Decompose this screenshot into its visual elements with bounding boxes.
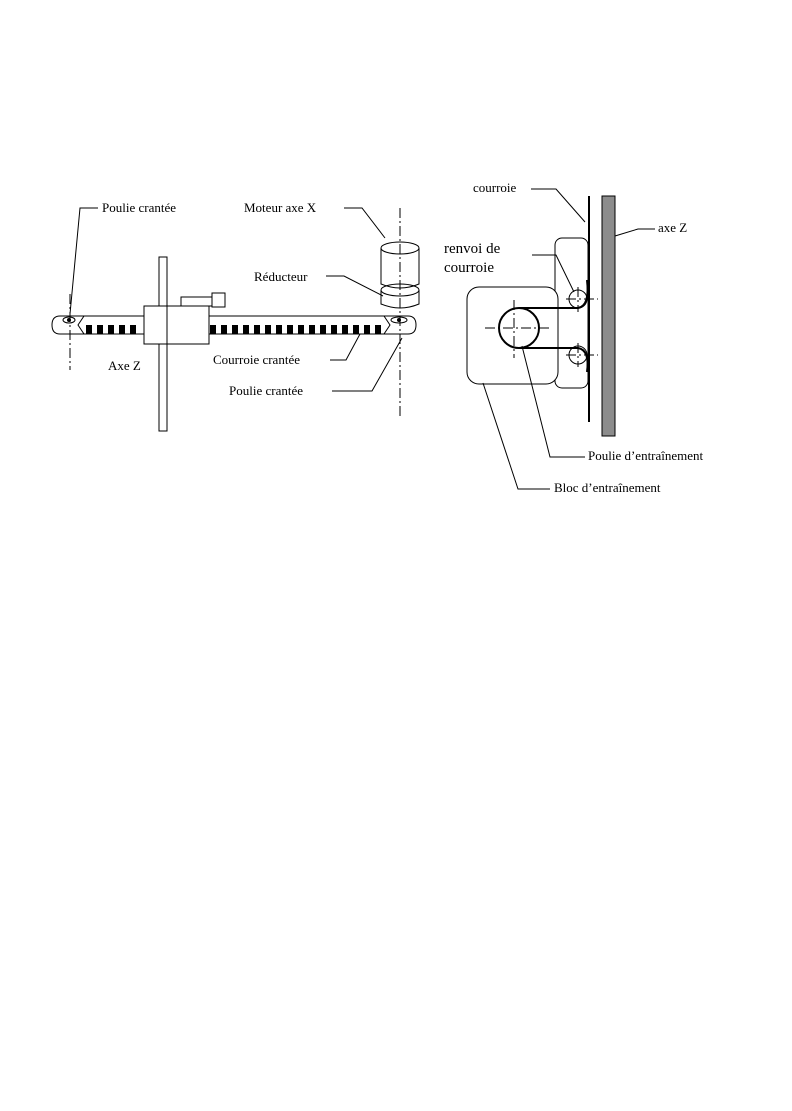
belt-tooth bbox=[210, 325, 216, 334]
belt-tooth bbox=[375, 325, 381, 334]
belt-tooth bbox=[342, 325, 348, 334]
belt-tooth bbox=[86, 325, 92, 334]
belt-tooth bbox=[97, 325, 103, 334]
connector-plug bbox=[212, 293, 225, 307]
belt-tooth bbox=[309, 325, 315, 334]
idler-support bbox=[555, 238, 588, 388]
connector bbox=[181, 297, 213, 306]
label-poulie-entrainement: Poulie d’entraînement bbox=[588, 448, 704, 463]
label-axe-z-left: Axe Z bbox=[108, 358, 141, 373]
belt-tooth bbox=[130, 325, 136, 334]
leader-courroie bbox=[330, 334, 360, 360]
leader-bloc-entrainement bbox=[483, 383, 550, 489]
belt-tooth bbox=[221, 325, 227, 334]
belt-tooth bbox=[108, 325, 114, 334]
label-moteur: Moteur axe X bbox=[244, 200, 317, 215]
right-view: courroie axe Z renvoi de courroie Poulie… bbox=[444, 180, 704, 495]
belt-tooth bbox=[254, 325, 260, 334]
belt-tooth bbox=[119, 325, 125, 334]
belt-tooth bbox=[364, 325, 370, 334]
left-toothed-pulley bbox=[52, 294, 84, 370]
belt-teeth bbox=[86, 325, 381, 334]
belt-tooth bbox=[320, 325, 326, 334]
toothed-belt bbox=[70, 316, 402, 334]
label-poulie-crantee-right: Poulie crantée bbox=[229, 383, 303, 398]
belt-tooth bbox=[265, 325, 271, 334]
label-poulie-crantee-left: Poulie crantée bbox=[102, 200, 176, 215]
leader-moteur bbox=[344, 208, 385, 238]
label-reducteur: Réducteur bbox=[254, 269, 308, 284]
leader-reducteur bbox=[326, 276, 383, 296]
leader-poulie-left bbox=[70, 208, 98, 314]
carriage-block bbox=[144, 306, 209, 344]
belt-tooth bbox=[298, 325, 304, 334]
leader-axe-z bbox=[615, 229, 655, 236]
belt-tooth bbox=[243, 325, 249, 334]
label-courroie: courroie bbox=[473, 180, 517, 195]
label-renvoi-line1: renvoi de bbox=[444, 241, 501, 257]
drive-block bbox=[467, 287, 558, 384]
belt-tooth bbox=[353, 325, 359, 334]
belt-tooth bbox=[287, 325, 293, 334]
belt-tooth bbox=[331, 325, 337, 334]
label-bloc-entrainement: Bloc d’entraînement bbox=[554, 480, 661, 495]
z-axis-rail bbox=[602, 196, 615, 436]
belt-tooth bbox=[276, 325, 282, 334]
label-courroie-crantee: Courroie crantée bbox=[213, 352, 300, 367]
leader-courroie bbox=[531, 189, 585, 222]
label-renvoi-line2: courroie bbox=[444, 260, 494, 276]
leader-poulie-right bbox=[332, 338, 402, 391]
belt-tooth bbox=[232, 325, 238, 334]
label-axe-z-right: axe Z bbox=[658, 220, 687, 235]
left-view: Poulie crantée Moteur axe X Réducteur Ax… bbox=[52, 200, 419, 431]
